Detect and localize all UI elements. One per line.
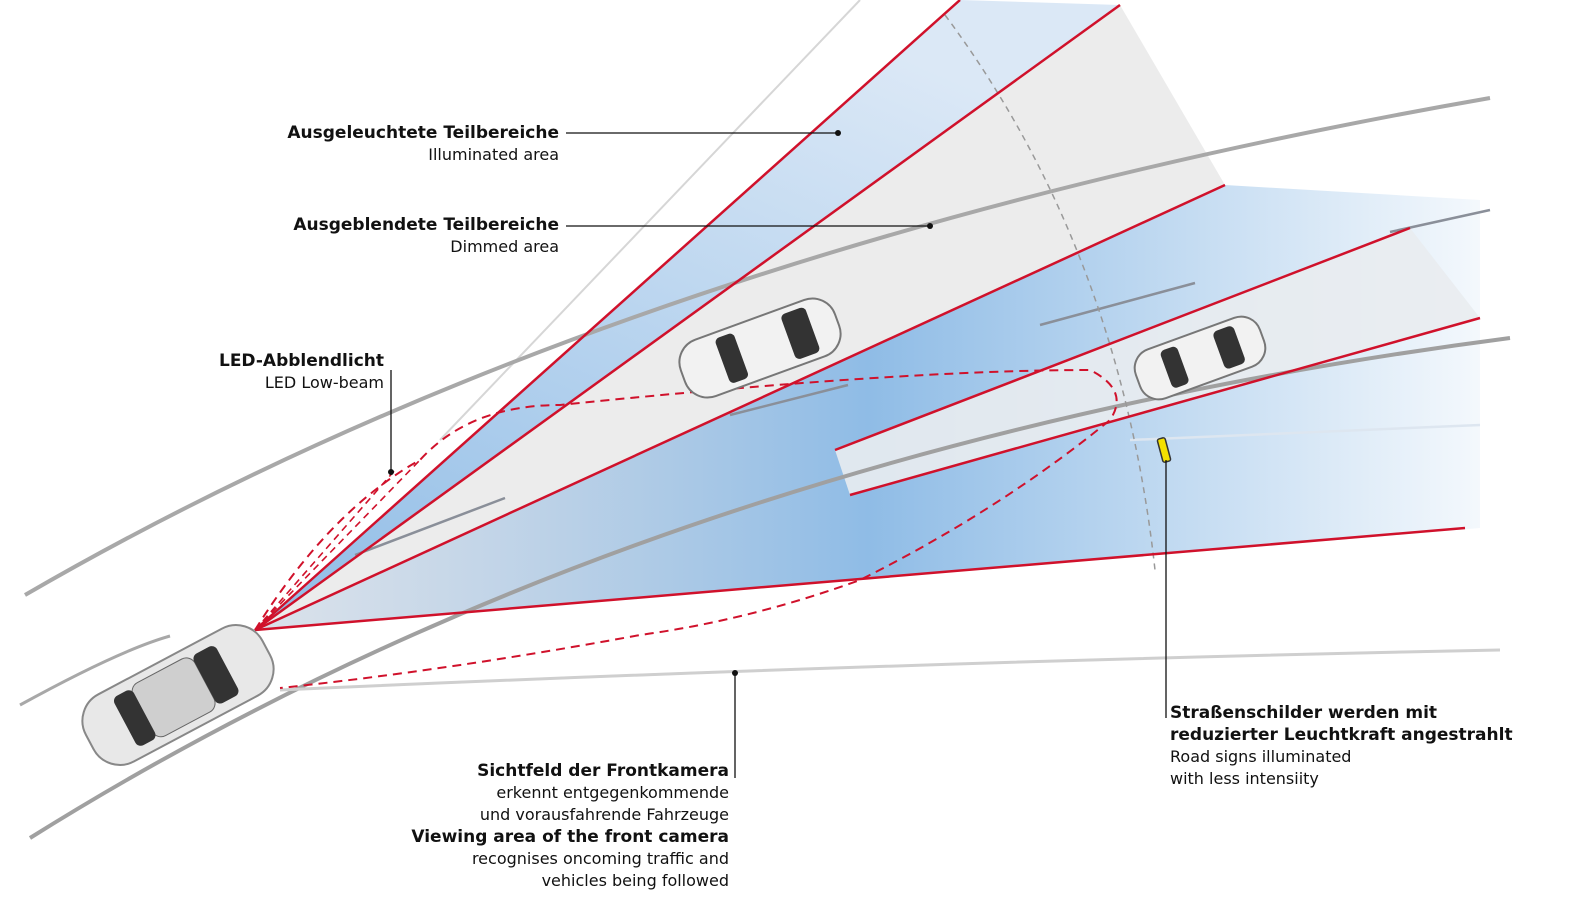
label-signs-de1: Straßenschilder werden mit [1170, 703, 1438, 723]
label-camera-de-desc1: erkennt entgegenkommende [496, 783, 729, 802]
road-center-line [28, 336, 1511, 840]
road-edge-bottom [19, 634, 171, 707]
label-illuminated-en: Illuminated area [428, 145, 559, 164]
label-dimmed-area: Ausgeblendete Teilbereiche Dimmed area [293, 214, 559, 258]
label-camera-field: Sichtfeld der Frontkamera erkennt entgeg… [411, 760, 729, 892]
camera-field-outline [254, 368, 1118, 689]
oncoming-car [678, 297, 842, 399]
label-illuminated-de: Ausgeleuchtete Teilbereiche [287, 123, 559, 143]
label-dimmed-en: Dimmed area [450, 237, 559, 256]
beam-lines [254, 0, 1481, 632]
illuminated-area-lower [255, 185, 1480, 630]
own-car [81, 624, 275, 766]
road-edge-upper-outer [439, 0, 861, 441]
label-signs-en2: with less intensiity [1170, 769, 1319, 788]
label-camera-en-desc1: recognises oncoming traffic and [471, 849, 729, 868]
label-camera-de-desc2: und vorausfahrende Fahrzeuge [479, 805, 729, 824]
road-edge-top [23, 96, 1491, 597]
label-dimmed-de: Ausgeblendete Teilbereiche [293, 215, 559, 235]
label-signs-de2: reduzierter Leuchtkraft angestrahlt [1170, 725, 1513, 745]
road-edge-right [279, 648, 1501, 692]
label-camera-de: Sichtfeld der Frontkamera [477, 761, 729, 781]
label-road-signs: Straßenschilder werden mit reduzierter L… [1170, 702, 1513, 790]
preceding-car [1133, 315, 1267, 401]
label-lowbeam-en: LED Low-beam [264, 373, 384, 392]
label-low-beam: LED-Abblendlicht LED Low-beam [219, 350, 384, 394]
label-lowbeam-de: LED-Abblendlicht [218, 351, 384, 371]
leader-lines [390, 132, 1167, 778]
label-camera-en: Viewing area of the front camera [411, 827, 729, 847]
dimmed-area-upper [255, 5, 1225, 630]
range-arc [944, 14, 1156, 571]
road-sign-icon [1156, 437, 1172, 463]
lane-markings [354, 208, 1491, 557]
label-illuminated-area: Ausgeleuchtete Teilbereiche Illuminated … [287, 122, 559, 166]
label-camera-en-desc2: vehicles being followed [541, 871, 729, 890]
label-signs-en1: Road signs illuminated [1170, 747, 1352, 766]
